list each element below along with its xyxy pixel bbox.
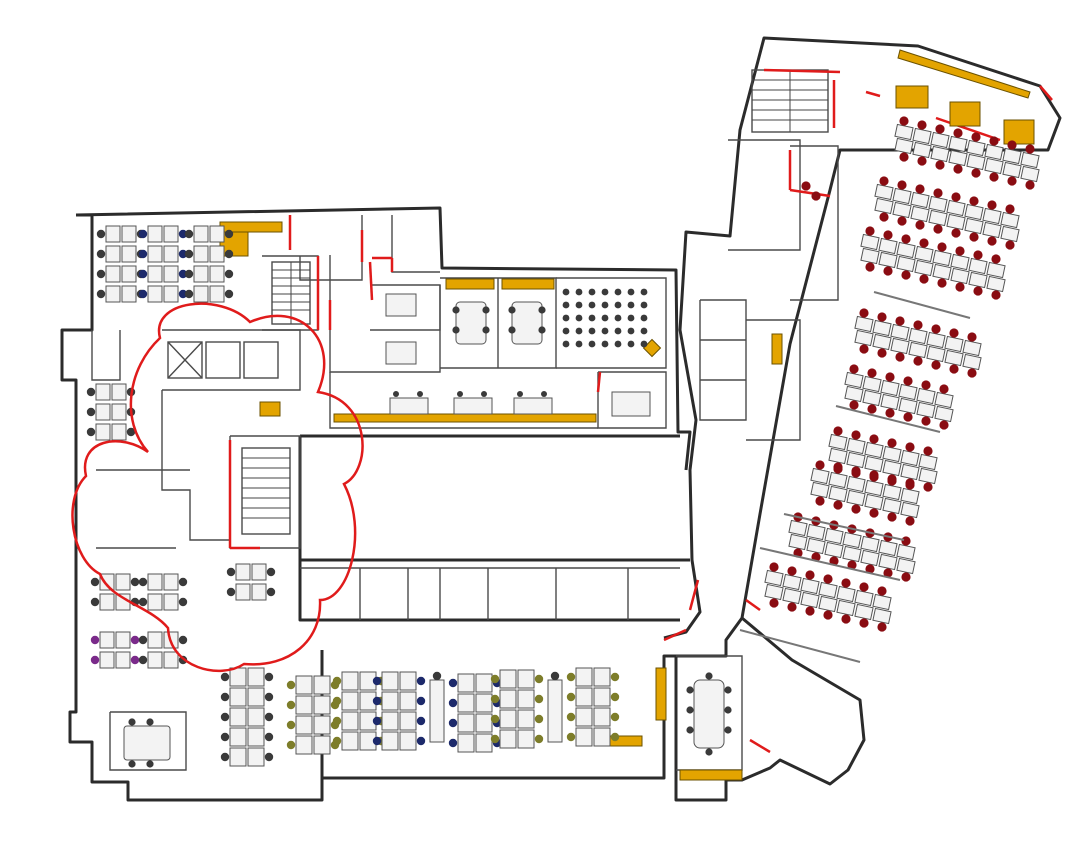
stairwell-west	[271, 261, 311, 325]
elevator-bank	[167, 341, 279, 379]
stairwell-central	[241, 447, 291, 535]
stairwell-east	[751, 69, 829, 133]
workstations	[86, 116, 1040, 768]
meeting-tables	[123, 293, 725, 761]
red-wall-segments	[228, 68, 1053, 754]
highlight-cloud	[71, 302, 364, 673]
amber-furniture	[219, 49, 1035, 781]
